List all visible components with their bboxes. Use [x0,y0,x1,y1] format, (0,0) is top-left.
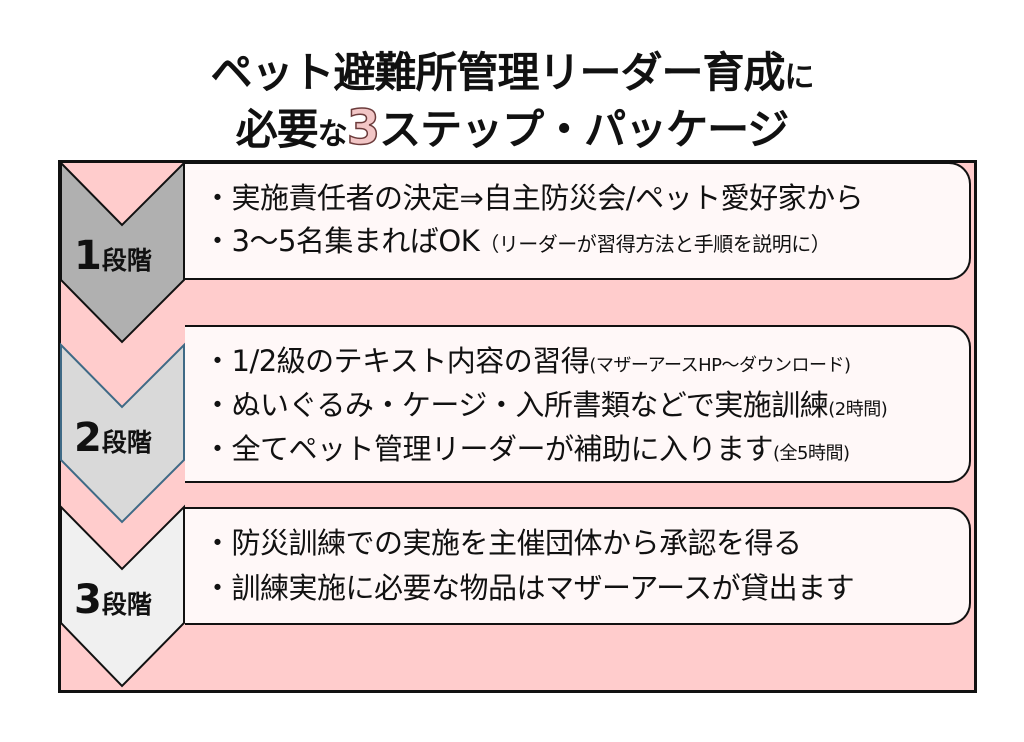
line-text: ・3～5名集まればOK [203,224,480,258]
stage-3-word: 段階 [101,590,152,619]
stage-1-chevron-shape [60,160,185,344]
line-note: （リーダーが習得方法と手順を説明に） [479,232,831,256]
line-note: (2時間) [828,399,888,420]
stage-1-line-1: ・実施責任者の決定⇒自主防災会/ペット愛好家から [203,184,969,213]
title-accent-number: 3 [346,100,381,156]
stage-2-box: ・1/2級のテキスト内容の習得(マザーアースHP～ダウンロード) ・ぬいぐるみ・… [185,325,971,483]
stage-3-line-1: ・防災訓練での実施を主催団体から承認を得る [203,529,969,558]
stage-1-line-2: ・3～5名集まればOK（リーダーが習得方法と手順を説明に） [203,227,969,256]
line-note: (マザーアースHP～ダウンロード) [589,355,851,376]
title-main: ペット避難所管理リーダー育成 [210,48,785,97]
line-text: ・訓練実施に必要な物品はマザーアースが貸出ます [203,571,855,605]
stage-3-line-2: ・訓練実施に必要な物品はマザーアースが貸出ます [203,574,969,603]
stage-3-box: ・防災訓練での実施を主催団体から承認を得る ・訓練実施に必要な物品はマザーアース… [185,507,971,625]
title-particle: な [317,117,348,152]
stage-2-label: 2段階 [74,418,184,458]
stage-2-number: 2 [74,415,102,461]
line-text: ・ぬいぐるみ・ケージ・入所書類などで実施訓練 [203,388,829,422]
stage-1-number: 1 [74,233,102,279]
stage-3-chevron-shape [60,504,185,688]
stage-3-label: 3段階 [74,580,184,620]
title-line-1: ペット避難所管理リーダー育成に [0,52,1024,94]
line-text: ・1/2級のテキスト内容の習得 [203,344,590,378]
stage-1-box: ・実施責任者の決定⇒自主防災会/ペット愛好家から ・3～5名集まればOK（リーダ… [185,162,971,280]
title-line-2: 必要な3ステップ・パッケージ [0,103,1024,154]
stage-1-word: 段階 [101,246,152,275]
stage-1-label: 1段階 [74,236,184,276]
stage-2-line-3: ・全てペット管理リーダーが補助に入ります(全5時間) [203,435,969,464]
line-text: ・防災訓練での実施を主催団体から承認を得る [203,526,802,560]
line-note: (全5時間) [773,443,850,464]
title-prefix: 必要 [235,105,319,154]
stage-2-chevron-shape [60,342,185,524]
stage-2-line-1: ・1/2級のテキスト内容の習得(マザーアースHP～ダウンロード) [203,347,969,376]
title-suffix: に [784,60,815,95]
stage-2-word: 段階 [101,428,152,457]
stage-3-number: 3 [74,577,102,623]
stage-2-line-2: ・ぬいぐるみ・ケージ・入所書類などで実施訓練(2時間) [203,391,969,420]
line-text: ・全てペット管理リーダーが補助に入ります [203,432,774,466]
line-text: ・実施責任者の決定⇒自主防災会/ペット愛好家から [203,181,864,215]
title-rest: ステップ・パッケージ [379,105,789,154]
